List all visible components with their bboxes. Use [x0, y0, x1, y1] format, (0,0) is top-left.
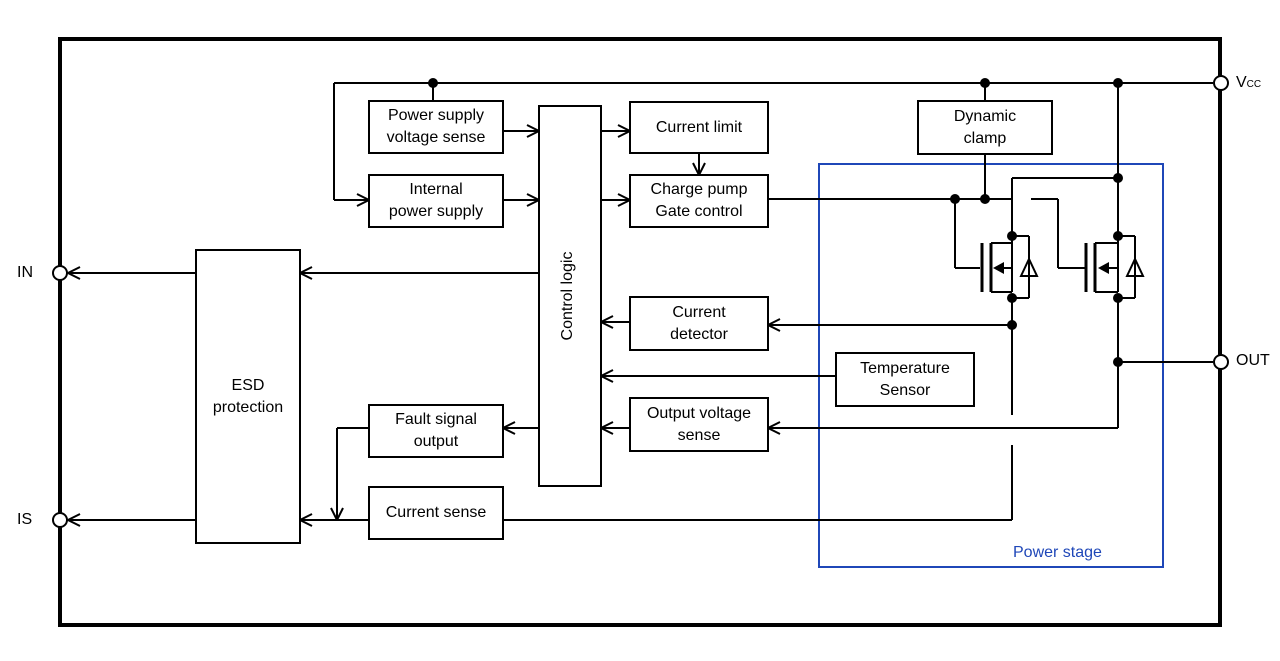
logic-connections	[300, 131, 836, 428]
current-sense-label: Current sense	[385, 504, 487, 521]
power-stage-box	[818, 163, 1164, 568]
current-detector-label: Current detector	[670, 303, 728, 343]
fault-signal-output-label: Fault signal output	[395, 411, 477, 450]
feedback-lines	[68, 273, 1118, 520]
dynamic-clamp-label: Dynamic clamp	[953, 107, 1017, 147]
temperature-sensor-label: Temperature Sensor	[860, 359, 950, 399]
internal-power-supply-label: Internal power supply	[388, 181, 484, 220]
is-pin-icon	[52, 512, 68, 528]
temperature-sensor-box	[835, 352, 975, 407]
in-pin-label: IN	[17, 264, 33, 281]
sense-mosfet-arrow	[993, 262, 1004, 274]
vcc-rail	[333, 82, 1213, 200]
main-mosfet	[1084, 178, 1213, 428]
current-detector-box	[629, 296, 769, 351]
current-sense-box	[368, 486, 504, 540]
main-mosfet-arrow	[1098, 262, 1109, 274]
chip-border	[58, 37, 1222, 627]
junction-dots	[428, 78, 1123, 367]
vcc-pin-icon	[1213, 75, 1229, 91]
vcc-pin-label: VCC	[1236, 74, 1262, 91]
in-pin-icon	[52, 265, 68, 281]
is-pin-label: IS	[17, 511, 33, 528]
esd-protection-label: ESD protection	[212, 376, 284, 416]
dynamic-clamp-box	[917, 100, 1053, 155]
current-limit-label: Current limit	[655, 118, 743, 136]
power-stage-label: Power stage	[1013, 544, 1102, 561]
out-pin-icon	[1213, 354, 1229, 370]
power-supply-voltage-sense-label: Power supply voltage sense	[386, 107, 486, 146]
control-logic-box	[538, 105, 602, 487]
esd-protection-box	[195, 249, 301, 544]
out-pin-label: OUT	[1236, 352, 1270, 369]
charge-pump-label: Charge pump Gate control	[650, 181, 748, 220]
control-logic-label: Control logic	[559, 251, 576, 341]
gate-line	[768, 154, 1118, 269]
power-supply-voltage-sense-box	[368, 100, 504, 154]
sense-mosfet	[980, 178, 1039, 520]
output-voltage-sense-label: Output voltage sense	[646, 404, 752, 444]
current-limit-box	[629, 101, 769, 154]
fault-signal-output-box	[368, 404, 504, 458]
